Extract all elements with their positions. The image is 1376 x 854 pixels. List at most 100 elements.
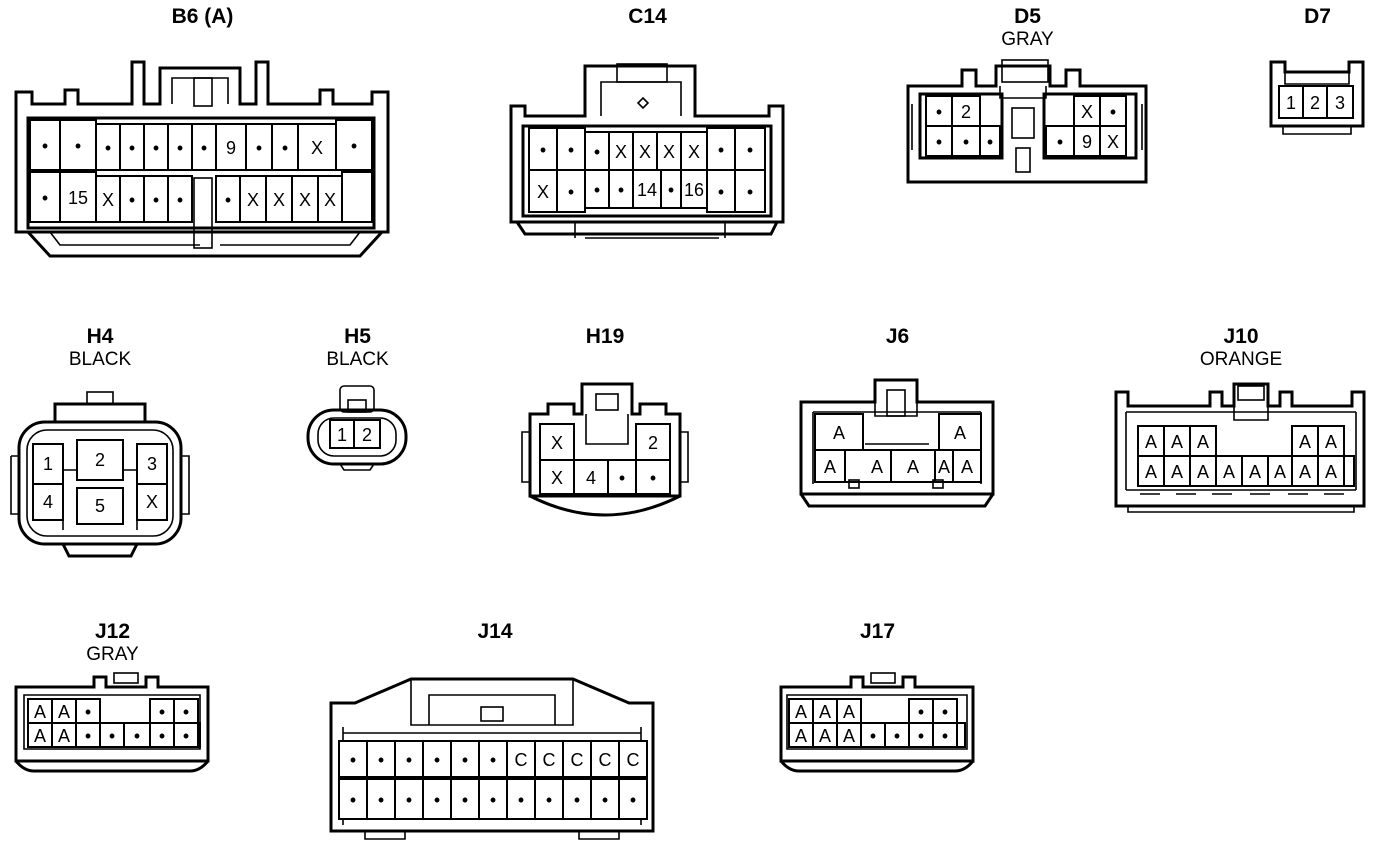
c14-pin: • <box>747 140 753 160</box>
b6-pin: • <box>75 136 81 156</box>
d7-pin: 2 <box>1310 93 1320 113</box>
b6-pin: • <box>282 138 288 158</box>
j10-pin: A <box>1197 432 1209 452</box>
c14-pin: X <box>615 142 627 162</box>
h19-pin: • <box>650 468 656 488</box>
j14-pin: • <box>406 750 412 770</box>
j12-pin: • <box>159 702 165 722</box>
j14-row2: • • • • • • • • • • • <box>338 778 648 820</box>
b6-pin: X <box>324 190 336 210</box>
b6-row1: • • • • • • • 9 • • X • <box>29 119 373 171</box>
d5-pin: 2 <box>961 102 971 122</box>
connector-c14: C14 • • • X X X X • • X • • • 14 • 16 • <box>505 0 790 245</box>
connector-h19: H19 X 2 X 4 • • <box>520 320 690 530</box>
j17-pin: A <box>819 702 831 722</box>
h19-row1: X 2 <box>539 423 671 461</box>
c14-pin: • <box>747 182 753 202</box>
h19-pin: 4 <box>586 468 596 488</box>
h4-pin: 5 <box>95 496 105 516</box>
h4-pin: 3 <box>147 454 157 474</box>
j6-pin: A <box>907 457 919 477</box>
j12-pin: A <box>58 726 70 746</box>
j10-pin: A <box>1223 462 1235 482</box>
j12-row1: A A • • • <box>27 698 199 724</box>
connector-j10-color: ORANGE <box>1199 349 1283 370</box>
connector-j10-title: J10 <box>1223 325 1259 348</box>
j6-row2: A A A A A <box>814 449 982 483</box>
connector-j17-title: J17 <box>859 620 896 643</box>
h19-pin: X <box>551 433 563 453</box>
connector-j17-body: A A A • • A A A • • • • • <box>779 672 975 773</box>
c14-pin: • <box>568 140 574 160</box>
j10-pin: A <box>1171 462 1183 482</box>
d5-pin: • <box>1057 132 1063 152</box>
connector-c14-body: • • • X X X X • • X • • • 14 • 16 • • <box>509 63 785 239</box>
j17-pin: • <box>942 702 948 722</box>
j6-pin: A <box>938 457 950 477</box>
d5-row2: • • • • 9 X <box>925 125 1127 157</box>
connector-d5-color: GRAY <box>1001 29 1054 50</box>
c14-row1: • • • X X X X • • <box>528 127 766 171</box>
connector-b6-body: • • • • • • • 9 • • X • • 15 X • • • • X… <box>14 60 390 258</box>
j10-pin: A <box>1171 432 1183 452</box>
connector-j12-color: GRAY <box>86 644 139 665</box>
h4-pin: 1 <box>43 454 53 474</box>
connector-h5-body: 1 2 <box>306 385 408 471</box>
j6-pin: A <box>871 457 883 477</box>
d5-pin: • <box>936 102 942 122</box>
connector-h4-body: 1 2 3 4 5 X <box>10 391 190 558</box>
connector-b6-title: B6 (A) <box>171 5 234 28</box>
connector-d7-title: D7 <box>1304 5 1331 28</box>
c14-pin: 14 <box>637 180 657 200</box>
j10-pin: A <box>1274 462 1286 482</box>
j10-row2: A A A A A A A A A <box>1137 455 1355 487</box>
j17-pin: • <box>894 726 900 746</box>
j14-pin: • <box>350 790 356 810</box>
connector-c14-title: C14 <box>628 5 667 28</box>
c14-pin: • <box>594 142 600 162</box>
d5-row1: • 2 X • <box>925 95 1127 127</box>
h19-pin: X <box>551 468 563 488</box>
j14-pin: • <box>518 790 524 810</box>
connector-h19-title: H19 <box>585 325 625 348</box>
j14-pin: • <box>434 750 440 770</box>
connector-d7: D7 1 2 3 <box>1265 0 1370 140</box>
connector-j12: J12 GRAY A A • • • A A • • • • • • <box>10 615 215 780</box>
connector-j6-title: J6 <box>885 325 910 348</box>
d5-pin: • <box>963 132 969 152</box>
b6-pin: X <box>311 138 323 158</box>
connector-h5-color: BLACK <box>326 349 389 370</box>
j14-pin: • <box>574 790 580 810</box>
c14-pin: • <box>668 180 674 200</box>
d7-pin: 1 <box>1286 93 1296 113</box>
b6-pin: • <box>105 138 111 158</box>
b6-pin: • <box>225 190 231 210</box>
j17-pin: A <box>819 726 831 746</box>
c14-pin: • <box>594 180 600 200</box>
h5-row1: 1 2 <box>329 419 381 449</box>
b6-pin: X <box>247 190 259 210</box>
connector-j14-body: • • • • • • C C C C C • • • • • • • • • … <box>329 677 655 840</box>
j14-pin: C <box>571 750 584 770</box>
j6-pin: A <box>824 457 836 477</box>
j12-pin: A <box>58 702 70 722</box>
connector-h4-title: H4 <box>86 325 114 348</box>
j17-pin: • <box>918 702 924 722</box>
j12-pin: • <box>85 726 91 746</box>
b6-pin: • <box>153 190 159 210</box>
b6-pin: • <box>42 136 48 156</box>
c14-pin: X <box>663 142 675 162</box>
j10-row1: A A A A A <box>1137 425 1345 457</box>
b6-pin: • <box>256 138 262 158</box>
d5-pin: • <box>1110 102 1116 122</box>
j14-pin: • <box>630 790 636 810</box>
connector-h4: H4 BLACK 1 2 3 4 5 X <box>5 320 195 565</box>
j12-pin: A <box>34 702 46 722</box>
connector-j14-title: J14 <box>477 620 513 643</box>
j12-pin: A <box>34 726 46 746</box>
j14-row1: • • • • • • C C C C C <box>338 740 648 778</box>
j12-pin: • <box>85 702 91 722</box>
b6-pin: • <box>129 138 135 158</box>
h5-pin: 2 <box>362 425 372 445</box>
j10-pin: A <box>1299 432 1311 452</box>
